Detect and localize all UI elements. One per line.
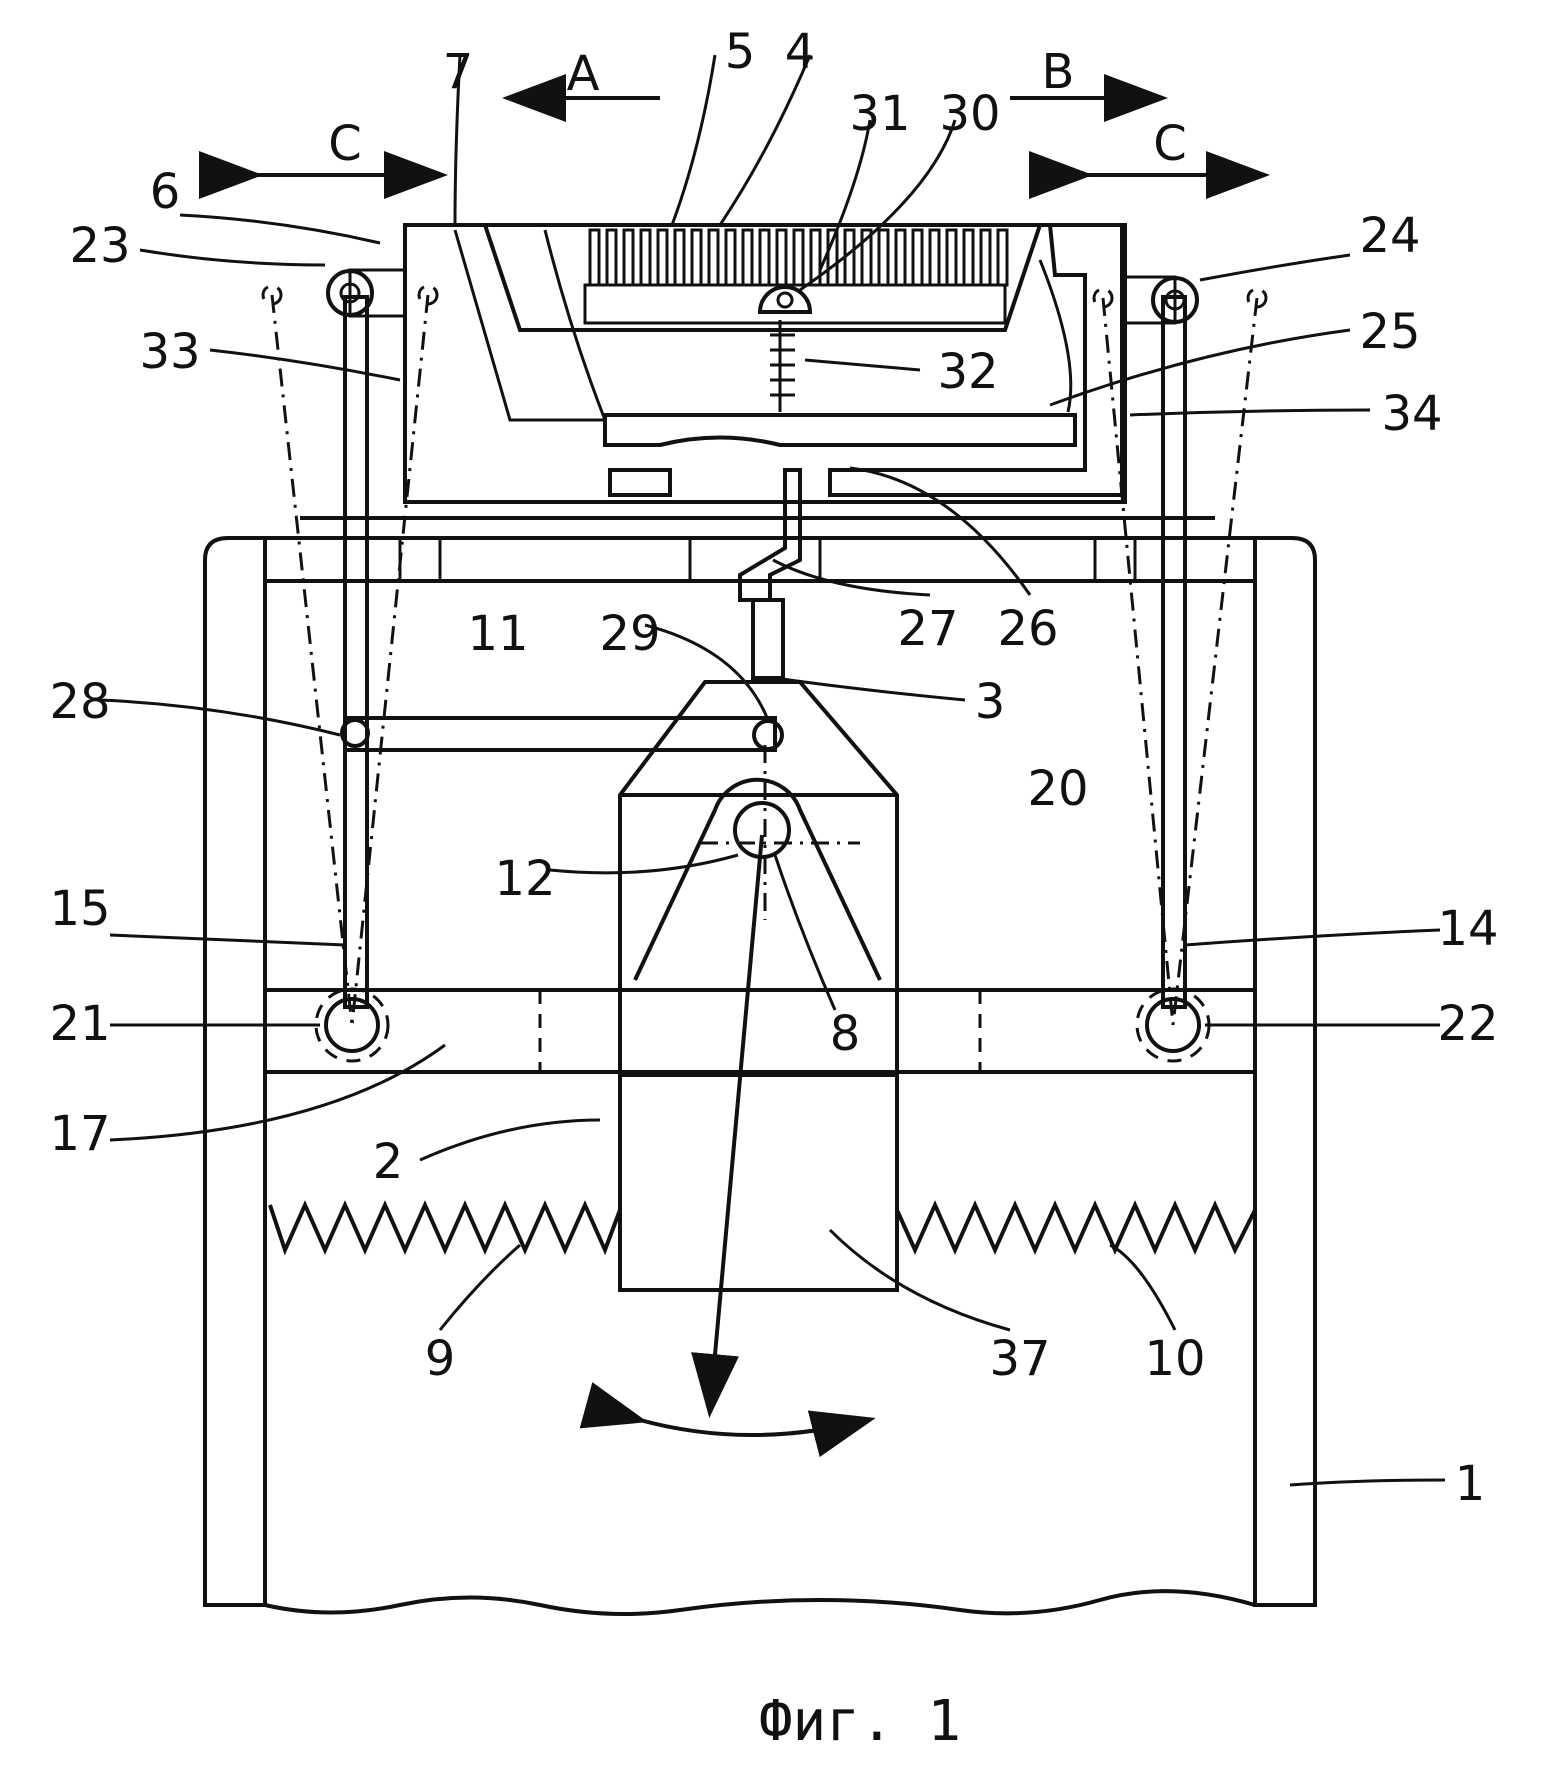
label-6: 6 bbox=[150, 164, 181, 220]
label-12: 12 bbox=[494, 851, 555, 907]
label-27: 27 bbox=[897, 601, 958, 657]
right-rod-assembly bbox=[1094, 277, 1266, 1061]
bristle bbox=[692, 230, 701, 285]
label-5: 5 bbox=[725, 24, 756, 80]
label-37: 37 bbox=[989, 1331, 1050, 1387]
label-3: 3 bbox=[975, 674, 1006, 730]
drive-plate bbox=[605, 415, 1075, 445]
housing-break-line bbox=[265, 1591, 1255, 1614]
label-29: 29 bbox=[599, 606, 660, 662]
label-15: 15 bbox=[49, 881, 110, 937]
label-33: 33 bbox=[139, 324, 200, 380]
bristle bbox=[794, 230, 803, 285]
label-30: 30 bbox=[939, 86, 1000, 142]
pivot-29 bbox=[754, 721, 782, 749]
label-4: 4 bbox=[785, 24, 816, 80]
label-23: 23 bbox=[69, 218, 130, 274]
label-25: 25 bbox=[1359, 304, 1420, 360]
spring-9 bbox=[270, 1205, 620, 1250]
rod-14 bbox=[1163, 297, 1185, 1007]
label-32: 32 bbox=[937, 344, 998, 400]
label-28: 28 bbox=[49, 674, 110, 730]
bristle bbox=[624, 230, 633, 285]
housing-left-wall bbox=[205, 538, 265, 1605]
bristle bbox=[607, 230, 616, 285]
bristle bbox=[981, 230, 990, 285]
label-31: 31 bbox=[849, 86, 910, 142]
bristle bbox=[998, 230, 1007, 285]
pendulum-head bbox=[620, 682, 897, 1290]
arrow-c-right-label: C bbox=[1153, 116, 1187, 172]
label-26: 26 bbox=[997, 601, 1058, 657]
leader-lines bbox=[100, 55, 1445, 1485]
bristle bbox=[675, 230, 684, 285]
housing-right-wall bbox=[1255, 538, 1315, 1605]
label-14: 14 bbox=[1437, 901, 1498, 957]
crossbar bbox=[265, 990, 1255, 1072]
figure-caption: Фиг. 1 bbox=[759, 1689, 961, 1754]
label-22: 22 bbox=[1437, 996, 1498, 1052]
label-34: 34 bbox=[1381, 386, 1442, 442]
direction-arrows: A B C C bbox=[255, 44, 1262, 175]
bristle bbox=[726, 230, 735, 285]
bristle bbox=[964, 230, 973, 285]
bristle bbox=[743, 230, 752, 285]
label-21: 21 bbox=[49, 996, 110, 1052]
bristle bbox=[896, 230, 905, 285]
spring bbox=[760, 287, 810, 412]
bristle bbox=[913, 230, 922, 285]
label-2: 2 bbox=[373, 1134, 404, 1190]
bristles bbox=[590, 230, 1007, 285]
label-9: 9 bbox=[425, 1331, 456, 1387]
label-17: 17 bbox=[49, 1106, 110, 1162]
swing-arrow bbox=[640, 1420, 868, 1435]
arrow-b-label: B bbox=[1042, 44, 1075, 100]
housing-top-plate bbox=[265, 538, 1255, 581]
label-1: 1 bbox=[1455, 1456, 1486, 1512]
label-8: 8 bbox=[830, 1006, 861, 1062]
label-10: 10 bbox=[1144, 1331, 1205, 1387]
link-11 bbox=[345, 718, 782, 750]
label-24: 24 bbox=[1359, 208, 1420, 264]
bristle bbox=[845, 230, 854, 285]
arrow-c-left-label: C bbox=[328, 116, 362, 172]
arrow-a-label: A bbox=[567, 46, 600, 102]
label-11: 11 bbox=[467, 606, 528, 662]
label-20: 20 bbox=[1027, 761, 1088, 817]
bristle bbox=[947, 230, 956, 285]
bristle bbox=[658, 230, 667, 285]
bristle bbox=[760, 230, 769, 285]
bristle bbox=[641, 230, 650, 285]
bristle bbox=[930, 230, 939, 285]
bristle bbox=[777, 230, 786, 285]
bristle bbox=[709, 230, 718, 285]
label-7: 7 bbox=[443, 44, 474, 100]
spring-10 bbox=[897, 1205, 1255, 1250]
bristle bbox=[590, 230, 599, 285]
bristle bbox=[879, 230, 888, 285]
